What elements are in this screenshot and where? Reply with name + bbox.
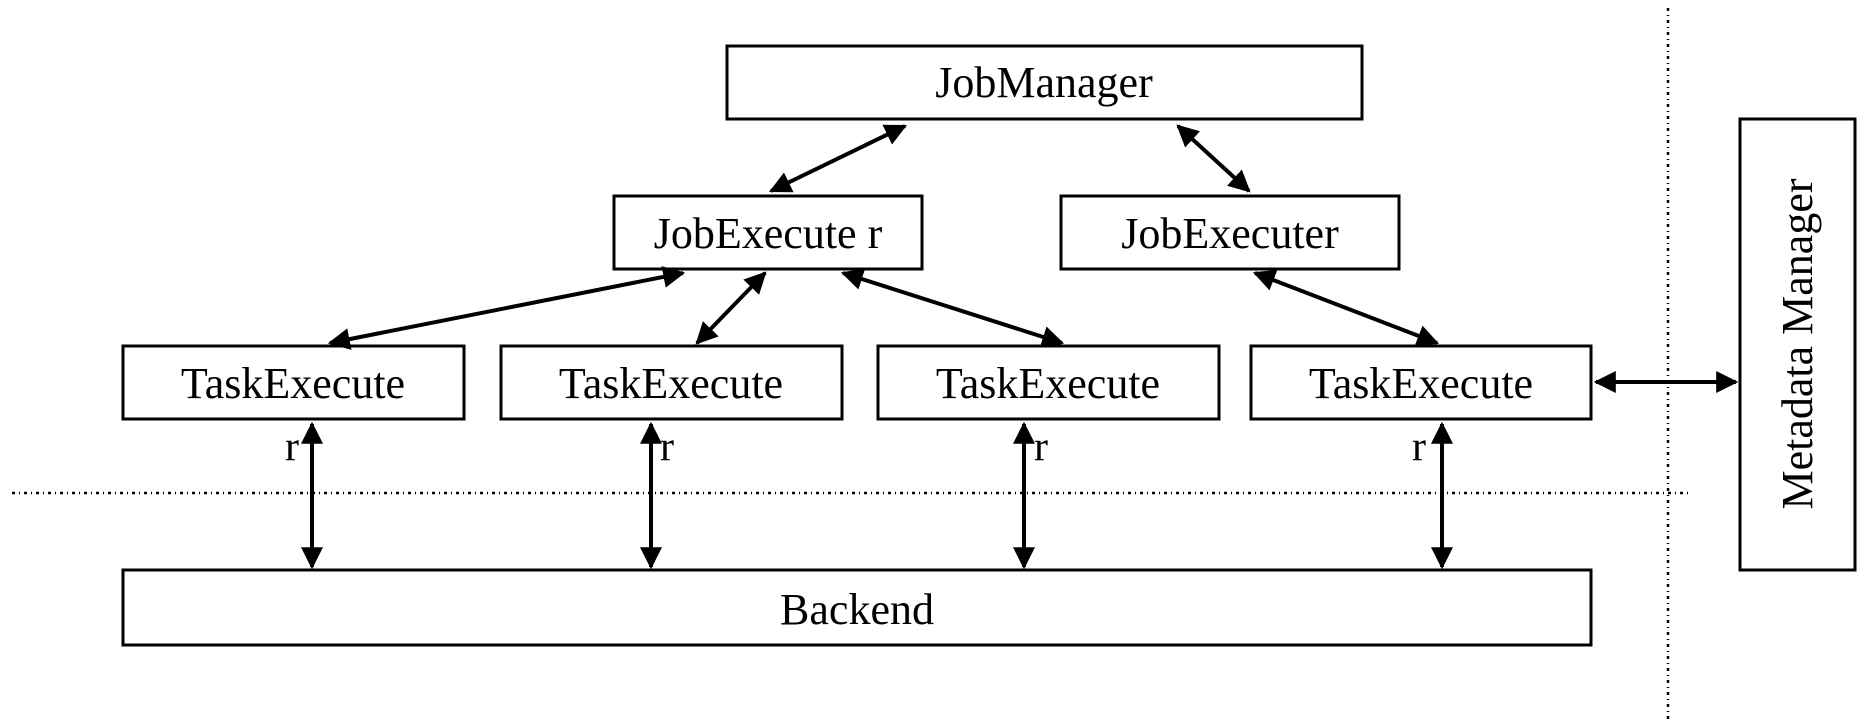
edge-jobexecuter-left-task-1: [327, 266, 686, 350]
edge-jobmanager-jobexecuter-right: [1176, 124, 1251, 193]
metadata-manager-label: Metadata Manager: [1773, 178, 1822, 509]
task-executer-label: TaskExecute: [1309, 359, 1533, 408]
task-executer-label: TaskExecute: [559, 359, 783, 408]
edge-jobmanager-jobexecuter-left: [769, 124, 907, 193]
task-executer-node-3: TaskExecute: [876, 344, 1221, 421]
edge-jobexecuter-right-task-4: [1252, 269, 1440, 347]
backend-label: Backend: [780, 585, 934, 634]
task-executer-node-4: TaskExecute: [1249, 344, 1593, 421]
job-executer-right-label: JobExecuter: [1121, 209, 1339, 258]
edge-jobexecuter-left-task-3: [840, 268, 1065, 348]
job-manager-label: JobManager: [935, 58, 1153, 107]
edge-jobexecuter-left-task-2: [695, 271, 767, 345]
job-manager-node: JobManager: [725, 44, 1364, 121]
task-executer-node-1: TaskExecute: [121, 344, 466, 421]
job-executer-left-node: JobExecute r: [612, 194, 924, 271]
task-executer-label: TaskExecute: [181, 359, 405, 408]
edge-label-r: r: [285, 424, 299, 470]
task-executer-label: TaskExecute: [936, 359, 1160, 408]
edge-label-r: r: [660, 424, 674, 470]
metadata-manager-node: Metadata Manager: [1738, 117, 1857, 572]
edge-label-r: r: [1412, 424, 1426, 470]
job-executer-left-label: JobExecute r: [654, 209, 883, 258]
edge-label-r: r: [1034, 424, 1048, 470]
task-executer-node-2: TaskExecute: [499, 344, 844, 421]
backend-node: Backend: [121, 568, 1593, 647]
job-executer-right-node: JobExecuter: [1059, 194, 1401, 271]
